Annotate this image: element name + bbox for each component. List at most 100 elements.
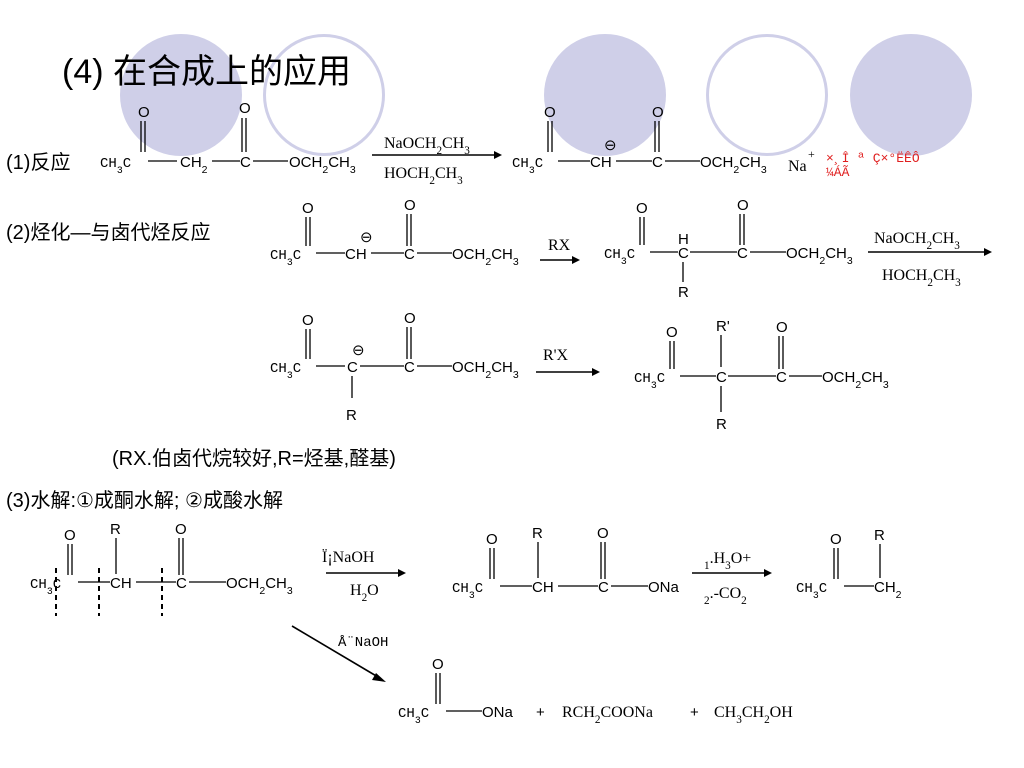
atom-o: O (544, 104, 556, 121)
atom-o: O (486, 531, 498, 548)
atom-oet: OCH2CH3 (700, 154, 767, 176)
atom-o: O (636, 200, 648, 217)
garbled-note-bottom: ¼ÁÃ (826, 165, 850, 180)
atom-ch: CH (532, 579, 554, 596)
note-label: (RX.伯卤代烷较好,R=烃基,醛基) (112, 448, 396, 470)
atom-ch3c: CH3C (270, 248, 301, 268)
atom-ch3c: CH3C (30, 577, 61, 597)
reagent-solvent: HOCH2CH3 (384, 165, 463, 187)
reagent-decarboxylation: 2.-CO2 (704, 585, 747, 607)
plus-sign-1: + (536, 704, 545, 721)
acetoacetic-ester-1: CH3C O CH2 C O OCH2CH3 (100, 100, 356, 176)
plus-sign-2: + (690, 704, 699, 721)
atom-ch2: CH2 (180, 154, 208, 176)
decor-ring-2 (706, 34, 828, 156)
atom-ch2: CH2 (874, 579, 902, 601)
arrow-head-3 (984, 248, 992, 256)
atom-c: C (652, 154, 663, 171)
decor-circle-1 (120, 34, 242, 156)
atom-o: O (302, 200, 314, 217)
atom-ch3c: CH3C (452, 581, 483, 601)
atom-c2: C (776, 369, 787, 386)
atom-c2: C (737, 245, 748, 262)
arrow-head-2 (572, 256, 580, 264)
atom-o: O (830, 531, 842, 548)
atom-ch3c: CH3C (796, 581, 827, 601)
atom-oet: OCH2CH3 (822, 369, 889, 391)
atom-ch3c: CH3C (634, 371, 665, 391)
atom-ch3c: CH3C (398, 706, 429, 726)
ethanol: CH3CH2OH (714, 704, 793, 726)
atom-r: R (532, 525, 543, 542)
reagent-acid: 1.H3O+ (704, 550, 751, 572)
reagent-dilute-naoh: Ï¡NaOH (322, 548, 375, 566)
negative-charge: ⊖ (360, 229, 373, 246)
atom-oet: OCH2CH3 (226, 575, 293, 597)
atom-ch3c: CH3C (512, 156, 543, 176)
atom-ch: CH (110, 575, 132, 592)
anion-1: CH3C O CH ⊖ C O OCH2CH3 (270, 197, 519, 268)
atom-o: O (597, 525, 609, 542)
reagent-conc-naoh: Å¨NaOH (338, 634, 388, 651)
atom-oet: OCH2CH3 (452, 359, 519, 381)
atom-r: R (874, 527, 885, 544)
arrow-head-4 (592, 368, 600, 376)
atom-r: R (678, 284, 689, 301)
enolate-product: CH3C O CH ⊖ C O OCH2CH3 Na + (512, 104, 815, 176)
atom-c: C (678, 245, 689, 262)
negative-charge: ⊖ (352, 342, 365, 359)
atom-h: H (678, 231, 689, 248)
atom-c2: C (404, 359, 415, 376)
reagent-base: NaOCH2CH3 (384, 135, 470, 157)
atom-o: O (432, 656, 444, 673)
plus-charge: + (808, 147, 815, 161)
atom-o: O (666, 324, 678, 341)
arrow-head-6 (764, 569, 772, 577)
atom-o: O (776, 319, 788, 336)
atom-o: O (138, 104, 150, 121)
atom-o: O (302, 312, 314, 329)
atom-o: O (239, 100, 251, 117)
atom-ch: CH (345, 246, 367, 263)
atom-ona: ONa (482, 704, 514, 721)
atom-c: C (176, 575, 187, 592)
garbled-note-top: ×¸Î ª Ç×°ËÊÔ (826, 151, 920, 166)
atom-c: C (598, 579, 609, 596)
atom-c: C (716, 369, 727, 386)
atom-ch3c: CH3C (604, 247, 635, 267)
atom-c: C (347, 359, 358, 376)
alkylation-label: (2)烃化—与卤代烃反应 (6, 222, 211, 244)
atom-o: O (737, 197, 749, 214)
atom-oet: OCH2CH3 (289, 154, 356, 176)
arrow-7 (291, 625, 379, 678)
atom-o: O (64, 527, 76, 544)
reagent-r-prime-x: R'X (543, 347, 569, 364)
sodium-salt: CH3C O CH R C O ONa (452, 525, 680, 601)
hydrolysis-label: (3)水解:①成酮水解; ②成酸水解 (6, 490, 283, 512)
atom-oet: OCH2CH3 (786, 245, 853, 267)
monoalkylated-ester: CH3C O H C R C O OCH2CH3 (604, 197, 853, 301)
dialkylated-ester: CH3C O C R' R C O OCH2CH3 (634, 318, 889, 433)
reagent-water: H2O (350, 582, 379, 604)
atom-o: O (175, 521, 187, 538)
atom-oet: OCH2CH3 (452, 246, 519, 268)
anion-2: CH3C O C ⊖ R C O OCH2CH3 (270, 310, 519, 424)
atom-ch3c: CH3C (100, 156, 131, 176)
atom-r: R (110, 521, 121, 538)
reagent-solvent-2: HOCH2CH3 (882, 267, 961, 289)
reagent-base-2: NaOCH2CH3 (874, 230, 960, 252)
reagent-rx: RX (548, 237, 571, 254)
atom-r: R (716, 416, 727, 433)
slide-title: (4) 在合成上的应用 (62, 53, 351, 91)
atom-o: O (652, 104, 664, 121)
decor-circle-3 (850, 34, 972, 156)
atom-c: C (404, 246, 415, 263)
arrow-head-7 (372, 673, 386, 682)
decor-circle-2 (544, 34, 666, 156)
negative-charge: ⊖ (604, 137, 617, 154)
atom-ona: ONa (648, 579, 680, 596)
atom-ch3c: CH3C (270, 361, 301, 381)
ketone-product: CH3C O CH2 R (796, 527, 902, 601)
atom-c: C (240, 154, 251, 171)
